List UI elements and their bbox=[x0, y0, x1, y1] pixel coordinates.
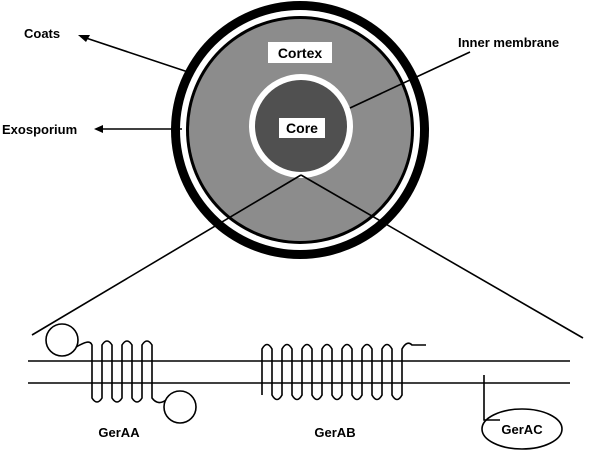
gerab-protein bbox=[261, 342, 426, 401]
exosporium-arrowhead bbox=[94, 125, 103, 133]
cortex-label-group: Cortex bbox=[268, 42, 332, 63]
zoom-line-left bbox=[31, 174, 302, 336]
geraa-protein bbox=[45, 323, 197, 424]
coats-label: Coats bbox=[24, 26, 60, 41]
zoom-line-right bbox=[300, 174, 584, 339]
geraa-label: GerAA bbox=[98, 425, 140, 440]
geraa-loop-bottom bbox=[163, 390, 197, 424]
gerac-body bbox=[481, 408, 563, 450]
geraa-helices bbox=[75, 340, 167, 404]
coats-arrowhead bbox=[78, 35, 90, 42]
core-label-box bbox=[279, 118, 325, 138]
core-label: Core bbox=[286, 120, 318, 136]
gerac-protein bbox=[481, 375, 563, 450]
geraa-loop-top bbox=[45, 323, 79, 357]
gerac-anchor bbox=[483, 375, 500, 421]
exosporium-label: Exosporium bbox=[2, 122, 77, 137]
coats-pointer-line bbox=[85, 37, 189, 73]
gerab-label: GerAB bbox=[314, 425, 355, 440]
gerac-label: GerAC bbox=[501, 422, 543, 437]
core-label-group: Core bbox=[279, 118, 325, 138]
cortex-label: Cortex bbox=[278, 45, 323, 61]
inner-membrane-pointer-line bbox=[349, 51, 471, 109]
cortex-label-box bbox=[268, 42, 332, 63]
inner-membrane-label: Inner membrane bbox=[458, 35, 559, 50]
gerab-helices bbox=[261, 342, 426, 401]
